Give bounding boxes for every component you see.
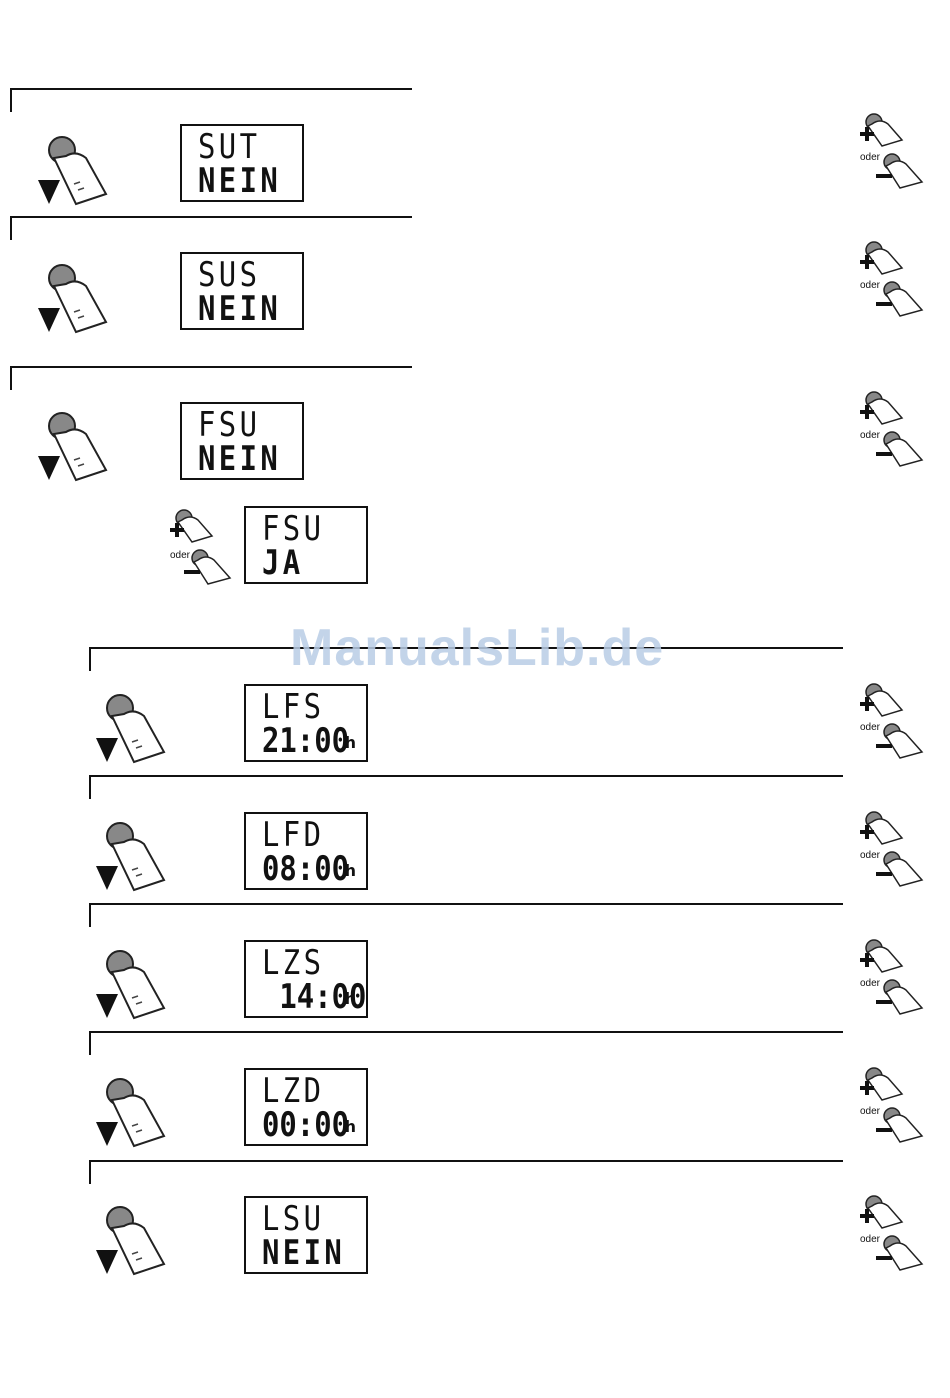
plus-minus-group: oder bbox=[858, 390, 926, 470]
lcd-line-1: SUT bbox=[198, 130, 260, 164]
lcd-display-lzd: LZD 00:00 h bbox=[244, 1068, 368, 1146]
lcd-unit: h bbox=[345, 989, 356, 1008]
lcd-display-sut: SUT NEIN bbox=[180, 124, 304, 202]
plus-minus-group: oder bbox=[168, 508, 236, 588]
plus-minus-group: oder bbox=[858, 1194, 926, 1274]
finger-press-plus-icon bbox=[858, 1194, 908, 1230]
plus-minus-group: oder bbox=[858, 810, 926, 890]
finger-press-down-arrow-icon bbox=[94, 1198, 170, 1278]
section-divider bbox=[89, 1160, 843, 1184]
lcd-display-lzs: LZS 14:00 h bbox=[244, 940, 368, 1018]
finger-press-plus-icon bbox=[858, 112, 908, 148]
finger-press-minus-icon bbox=[876, 152, 926, 192]
section-divider bbox=[10, 366, 412, 390]
lcd-line-1: LZD bbox=[262, 1074, 324, 1108]
lcd-display-lsu: LSU NEIN bbox=[244, 1196, 368, 1274]
lcd-line-2: JA bbox=[262, 546, 304, 580]
finger-press-plus-icon bbox=[858, 390, 908, 426]
section-divider bbox=[89, 903, 843, 927]
finger-press-plus-icon bbox=[168, 508, 218, 544]
lcd-display-fsu: FSU NEIN bbox=[180, 402, 304, 480]
plus-minus-group: oder bbox=[858, 240, 926, 320]
lcd-line-1: LFS bbox=[262, 690, 324, 724]
lcd-line-1: SUS bbox=[198, 258, 260, 292]
finger-press-minus-icon bbox=[876, 978, 926, 1018]
finger-press-plus-icon bbox=[858, 1066, 908, 1102]
lcd-line-1: FSU bbox=[262, 512, 324, 546]
lcd-display-lfd: LFD 08:00 h bbox=[244, 812, 368, 890]
plus-minus-group: oder bbox=[858, 938, 926, 1018]
lcd-line-2: 21:00 bbox=[262, 724, 349, 758]
finger-press-plus-icon bbox=[858, 240, 908, 276]
lcd-line-1: LSU bbox=[262, 1202, 324, 1236]
lcd-unit: h bbox=[345, 861, 356, 880]
finger-press-minus-icon bbox=[876, 1234, 926, 1274]
finger-press-down-arrow-icon bbox=[94, 686, 170, 766]
lcd-display-fsu-ja: FSU JA bbox=[244, 506, 368, 584]
finger-press-down-arrow-icon bbox=[36, 256, 112, 336]
lcd-line-2: NEIN bbox=[198, 442, 281, 476]
plus-minus-group: oder bbox=[858, 682, 926, 762]
plus-minus-group: oder bbox=[858, 1066, 926, 1146]
watermark: ManualsLib.de bbox=[290, 618, 664, 678]
lcd-line-2: 00:00 bbox=[262, 1108, 349, 1142]
finger-press-down-arrow-icon bbox=[94, 814, 170, 894]
lcd-line-2: 08:00 bbox=[262, 852, 349, 886]
lcd-line-1: FSU bbox=[198, 408, 260, 442]
finger-press-plus-icon bbox=[858, 682, 908, 718]
finger-press-minus-icon bbox=[876, 430, 926, 470]
lcd-line-2: NEIN bbox=[198, 164, 281, 198]
lcd-line-1: LFD bbox=[262, 818, 324, 852]
lcd-line-2: NEIN bbox=[262, 1236, 345, 1270]
finger-press-minus-icon bbox=[184, 548, 234, 588]
finger-press-minus-icon bbox=[876, 850, 926, 890]
section-divider bbox=[89, 775, 843, 799]
lcd-line-2: NEIN bbox=[198, 292, 281, 326]
section-divider bbox=[10, 216, 412, 240]
finger-press-minus-icon bbox=[876, 1106, 926, 1146]
lcd-unit: h bbox=[345, 1117, 356, 1136]
finger-press-down-arrow-icon bbox=[94, 942, 170, 1022]
finger-press-down-arrow-icon bbox=[36, 128, 112, 208]
lcd-display-lfs: LFS 21:00 h bbox=[244, 684, 368, 762]
lcd-line-1: LZS bbox=[262, 946, 324, 980]
lcd-display-sus: SUS NEIN bbox=[180, 252, 304, 330]
finger-press-plus-icon bbox=[858, 810, 908, 846]
finger-press-down-arrow-icon bbox=[94, 1070, 170, 1150]
section-divider bbox=[89, 1031, 843, 1055]
finger-press-down-arrow-icon bbox=[36, 404, 112, 484]
finger-press-minus-icon bbox=[876, 280, 926, 320]
plus-minus-group: oder bbox=[858, 112, 926, 192]
finger-press-minus-icon bbox=[876, 722, 926, 762]
lcd-unit: h bbox=[345, 733, 356, 752]
section-divider bbox=[10, 88, 412, 112]
finger-press-plus-icon bbox=[858, 938, 908, 974]
